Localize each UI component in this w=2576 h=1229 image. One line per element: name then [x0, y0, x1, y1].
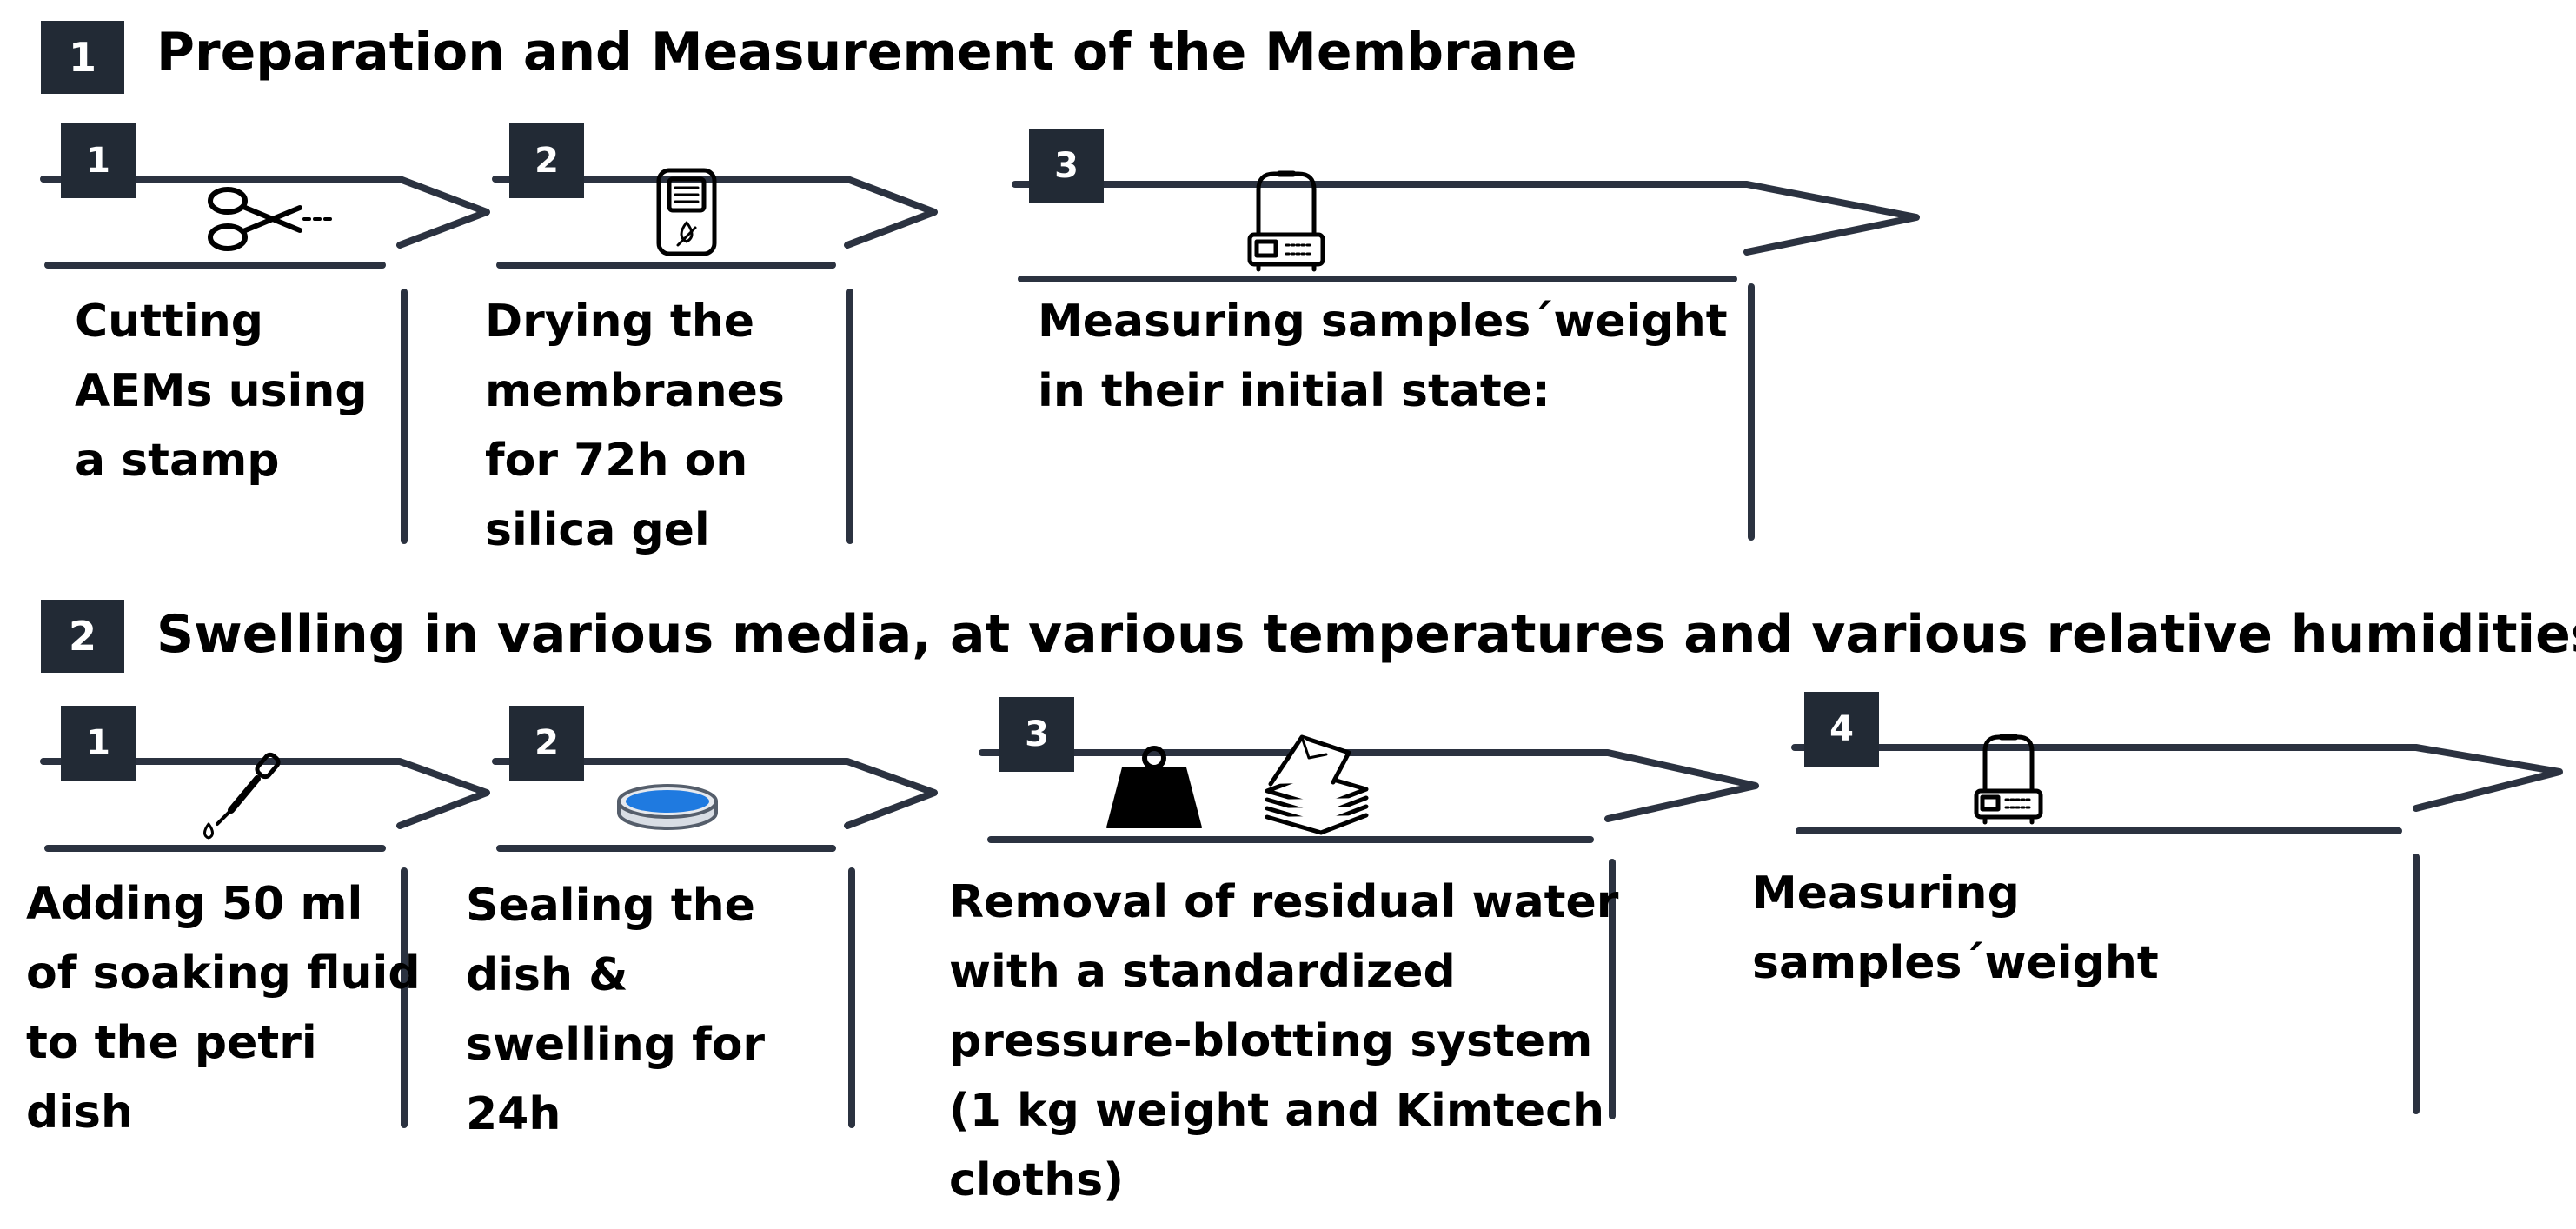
analytical-balance-icon — [1974, 734, 2043, 825]
step-number-badge: 2 — [509, 123, 584, 198]
step-arrow — [40, 758, 490, 852]
weight-icon — [1106, 746, 1202, 828]
petri-dish-icon — [617, 784, 718, 830]
step-arrow — [492, 758, 938, 852]
step-arrow — [1791, 744, 2563, 834]
step-description: Measuring samples´weight in their initia… — [1038, 296, 1728, 417]
step-arrow — [40, 176, 490, 269]
step-description: Adding 50 ml of soaking fluid to the pet… — [26, 878, 421, 1139]
weight-and-cloths-icon — [1106, 734, 1369, 835]
section-number-badge: 2 — [41, 600, 124, 673]
step-arrow — [979, 749, 1759, 843]
dropper-icon — [203, 752, 281, 840]
step-description: Sealing the dish & swelling for 24h — [466, 880, 766, 1140]
section-title: Swelling in various media, at various te… — [156, 604, 2576, 665]
step-description: Cutting AEMs using a stamp — [75, 296, 368, 487]
cloths-stack-icon — [1265, 734, 1369, 835]
section-number-badge: 1 — [41, 21, 124, 94]
scissors-icon — [208, 187, 334, 251]
analytical-balance-icon — [1247, 170, 1325, 272]
section-title: Preparation and Measurement of the Membr… — [156, 22, 1577, 83]
step-description: Removal of residual water with a standar… — [949, 876, 1619, 1206]
step-number-badge: 4 — [1804, 692, 1879, 767]
step-number-badge: 2 — [509, 706, 584, 781]
step-description: Drying the membranes for 72h on silica g… — [485, 296, 785, 556]
drying-chamber-icon — [656, 168, 717, 256]
step-arrow — [1012, 181, 1920, 282]
step-number-badge: 3 — [999, 697, 1074, 772]
step-number-badge: 1 — [61, 706, 136, 781]
step-number-badge: 3 — [1029, 129, 1104, 203]
step-number-badge: 1 — [61, 123, 136, 198]
step-description: Measuring samples´weight — [1752, 867, 2159, 989]
